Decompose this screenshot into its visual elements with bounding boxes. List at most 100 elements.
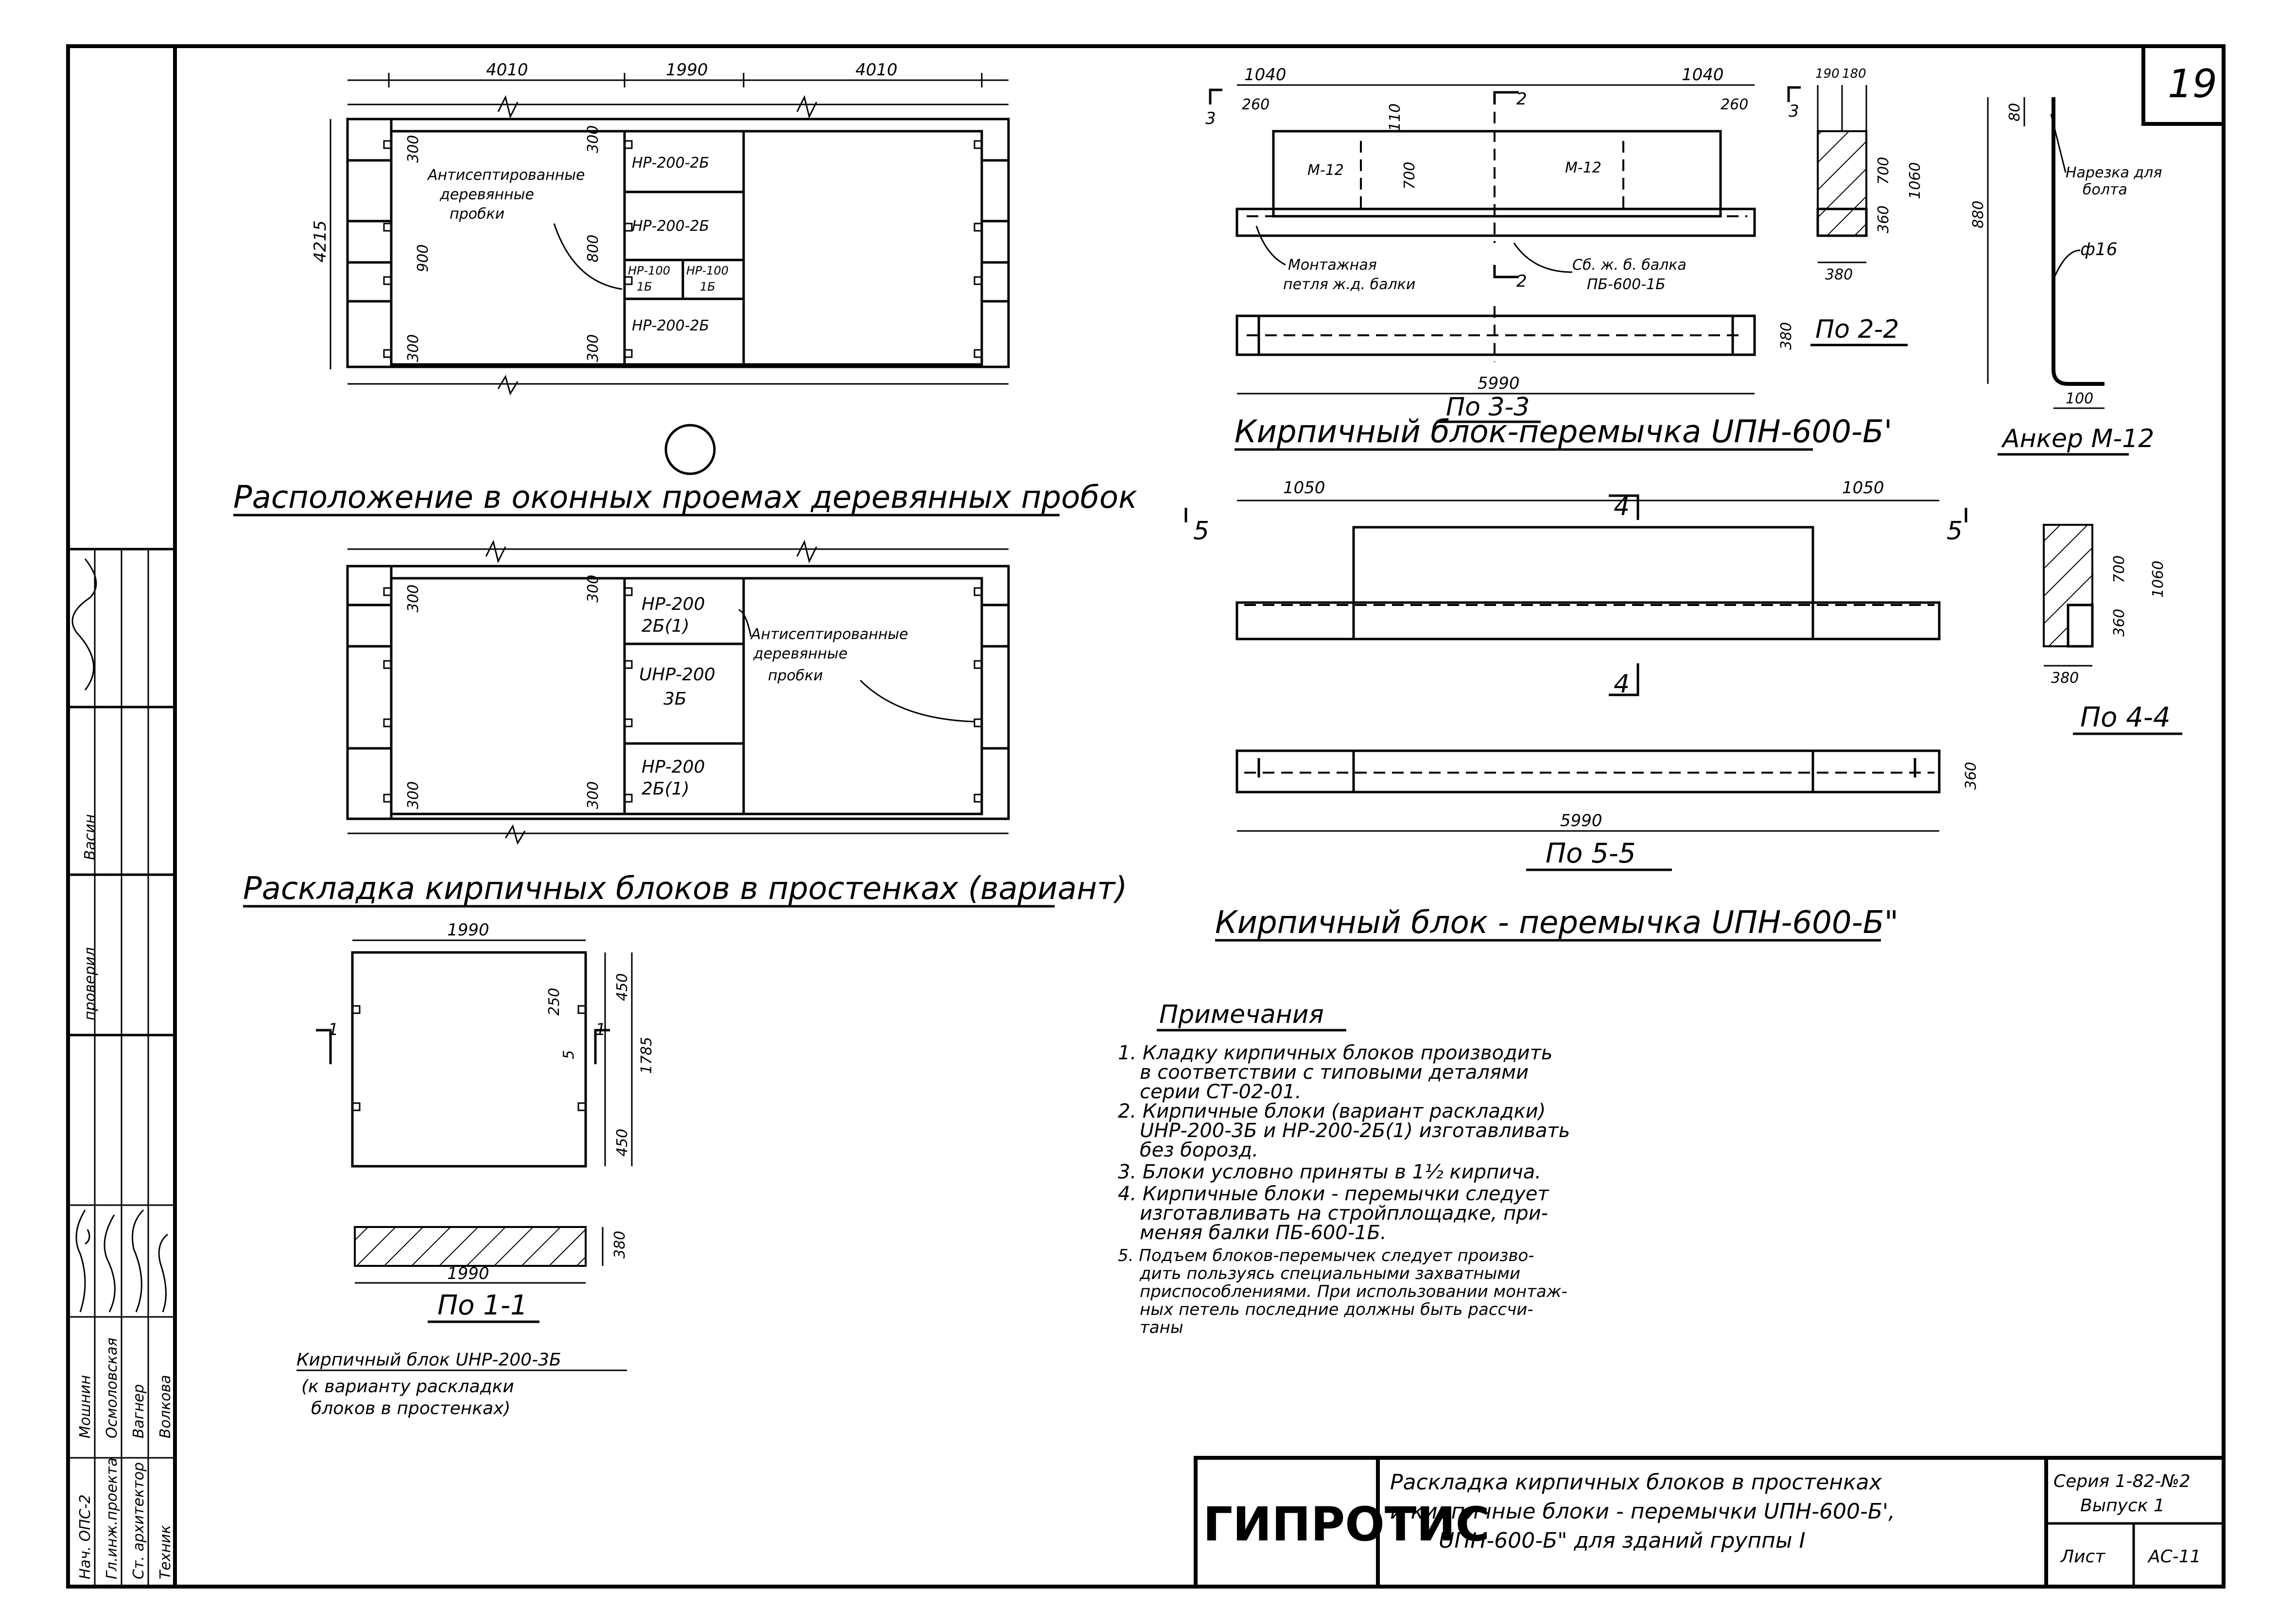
dim-v4-260b: 260 [1721, 96, 1748, 113]
dim-top-1: 4010 [486, 60, 528, 80]
v5-title-44: По 4-4 [2080, 702, 2171, 733]
v1-block-3b2: 1Б [700, 280, 715, 294]
v1-block-3b: НР-100 [686, 264, 729, 277]
signature-5 [71, 558, 97, 691]
dim-v4-260a: 260 [1242, 96, 1270, 113]
view-2-brick-layout: 300 300 300 300 НР-200 2Б(1) UНР-200 3Б … [243, 539, 1127, 908]
v4-mark-2b: 2 [1516, 272, 1527, 291]
note-line: меняя балки ПБ-600-1Б. [1140, 1222, 1387, 1244]
note-line: 1. Кладку кирпичных блоков производить [1118, 1042, 1553, 1064]
stamp-title-2: и кирпичные блоки - перемычки UПН-600-Б'… [1390, 1499, 1895, 1524]
dim-v4-1060: 1060 [1907, 162, 1924, 199]
v3-caption-3: блоков в простенках) [311, 1399, 510, 1418]
view-1-wood-plugs: 4010 1990 4010 4215 [233, 60, 1137, 517]
dim-v4-110: 110 [1387, 104, 1404, 131]
dim-v1-300a: 300 [405, 135, 422, 163]
notes-block: Примечания 1. Кладку кирпичных блоков пр… [1118, 1000, 1570, 1337]
dim-v1-300b: 300 [585, 125, 602, 153]
v4-title-33: По 3-3 [1446, 393, 1530, 422]
dim-v5-5990: 5990 [1560, 811, 1602, 830]
dim-v4-700: 700 [1401, 162, 1418, 190]
role-4: Техник [157, 1525, 174, 1579]
v4-mark-3r: 3 [1789, 102, 1799, 121]
dim-v5-360: 360 [1963, 762, 1980, 790]
dim-v2-300b: 300 [585, 575, 602, 603]
sheet-number-box: 19 [2141, 46, 2224, 126]
dim-v2-300d: 300 [585, 781, 602, 809]
dim-v1-800: 800 [585, 235, 602, 262]
checked-name: Васин [82, 814, 99, 860]
signature-3 [132, 1209, 144, 1313]
v3-caption-2: (к варианту раскладки [301, 1377, 514, 1397]
anchor-title: Анкер М-12 [2001, 424, 2154, 453]
view-5-lintel-block-2: 1050 1050 5 5 4 4 360 5990 По 5-5 Кирпич… [1184, 478, 2182, 942]
v2-note-3: пробки [768, 667, 823, 684]
note-line: 2. Кирпичные блоки (вариант раскладки) [1118, 1100, 1546, 1123]
dim-v4-360: 360 [1875, 206, 1892, 233]
dim-v4-1040a: 1040 [1244, 65, 1287, 85]
v5-title: Кирпичный блок - перемычка UПН-600-Б" [1215, 905, 1898, 941]
dim-anchor-80: 80 [2006, 103, 2023, 121]
v1-block-3a2: 1Б [637, 280, 652, 294]
v2-note-1: Антисептированные [750, 626, 908, 643]
v4-title: Кирпичный блок-перемычка UПН-600-Б' [1235, 414, 1893, 450]
v5-mark-5r: 5 [1947, 517, 1963, 546]
dim-v5-1050a: 1050 [1283, 478, 1325, 498]
v1-note-2: деревянные [439, 186, 534, 203]
dim-v4-380r: 380 [1825, 266, 1853, 283]
note-line: 3. Блоки условно приняты в 1½ кирпича. [1118, 1161, 1541, 1183]
v2-block-1a: НР-200 [642, 594, 705, 614]
v2-block-1b: 2Б(1) [642, 616, 690, 636]
dim-v2-300c: 300 [405, 781, 422, 809]
title-stamp: ГИПРОТИС Раскладка кирпичных блоков в пр… [1194, 1456, 2226, 1589]
view-4-lintel-block-1: 1040 1040 260 260 110 3 М-12 М-12 700 2 … [1205, 65, 1924, 451]
note-line: UНР-200-3Б и НР-200-2Б(1) изготавливать [1140, 1120, 1570, 1142]
dim-top-2: 1990 [666, 60, 708, 80]
dim-v4-180: 180 [1842, 67, 1866, 81]
v4-beam-1: Сб. ж. б. балка [1572, 257, 1687, 274]
v1-block-4: НР-200-2Б [632, 317, 709, 334]
v3-title-11: По 1-1 [437, 1290, 528, 1321]
name-3: Вагнер [130, 1384, 147, 1438]
dim-v4-190: 190 [1815, 67, 1840, 81]
v4-mark-2: 2 [1516, 89, 1527, 109]
dim-v1-900: 900 [415, 244, 432, 272]
v4-m12a: М-12 [1307, 162, 1344, 179]
v5-mark-5l: 5 [1193, 517, 1209, 546]
name-2: Осмоловская [104, 1338, 121, 1438]
dim-v5-380: 380 [2051, 670, 2079, 687]
stamp-title-3: UПН-600-Б" для зданий группы I [1439, 1528, 1806, 1553]
v4-mark-3l: 3 [1205, 109, 1216, 128]
note-line: ных петель последние должны быть рассчи- [1140, 1300, 1533, 1319]
v1-block-2: НР-200-2Б [632, 218, 709, 235]
v4-beam-2: ПБ-600-1Б [1587, 276, 1666, 293]
name-1: Мошнин [77, 1375, 94, 1438]
v3-section-mark-r: 1 [595, 1020, 606, 1039]
signature-1 [75, 1210, 90, 1313]
dim-v3-450b: 450 [614, 1129, 631, 1157]
stamp-issue: Выпуск 1 [2080, 1496, 2165, 1516]
dim-v4-1040b: 1040 [1682, 65, 1724, 85]
note-line: в соответствии с типовыми деталями [1140, 1061, 1529, 1084]
note-line: дить пользуясь специальными захватными [1139, 1264, 1520, 1283]
v4-loop-1: Монтажная [1288, 257, 1377, 274]
v2-block-3b: 2Б(1) [642, 779, 690, 799]
dim-v4-380: 380 [1778, 322, 1795, 350]
dim-v3-450a: 450 [614, 973, 631, 1001]
name-4: Волкова [157, 1375, 174, 1438]
stamp-circle [664, 424, 716, 475]
v3-section-mark-l: 1 [328, 1020, 339, 1039]
v1-title: Расположение в оконных проемах деревянны… [233, 480, 1137, 516]
dim-v4-5990: 5990 [1478, 374, 1520, 393]
note-line: 5. Подъем блоков-перемычек следует произ… [1118, 1246, 1534, 1265]
note-line: приспособлениями. При использовании монт… [1140, 1282, 1567, 1301]
dim-v5-1060: 1060 [2150, 561, 2167, 598]
v1-note-1: Антисептированные [427, 167, 585, 184]
dim-v3-width: 1990 [447, 920, 489, 940]
v5-mark-4t: 4 [1614, 492, 1630, 521]
stamp-sheet-label: Лист [2060, 1547, 2105, 1567]
view-3-brick-block: 1990 450 250 1785 5 450 1 1 380 1990 По … [296, 920, 655, 1418]
v4-title-22: По 2-2 [1815, 315, 1899, 344]
dim-v5-700: 700 [2111, 555, 2128, 583]
v5-mark-4b: 4 [1614, 670, 1630, 699]
